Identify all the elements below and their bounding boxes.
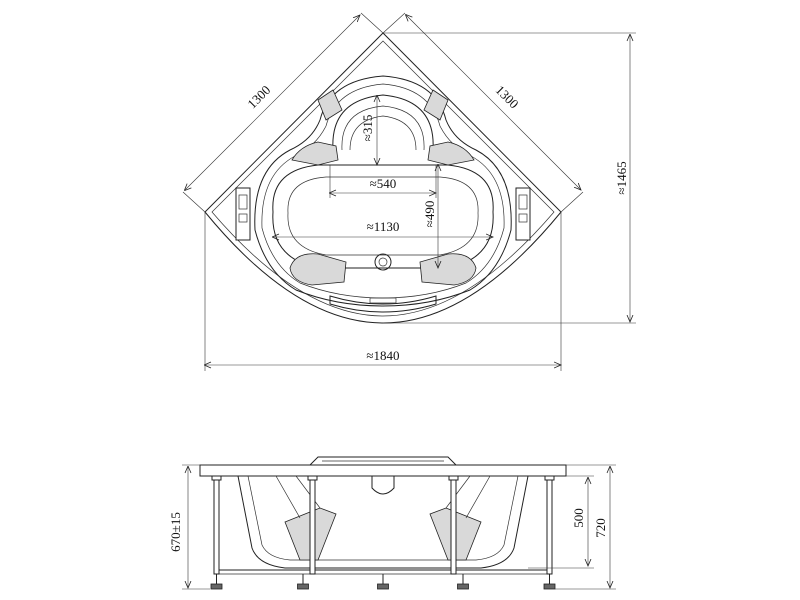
dim-label-total-height: 720 <box>593 518 608 538</box>
dim-label-leg-height: 670±15 <box>168 512 183 552</box>
plan-view: 1300 1300 ≈1465 ≈1840 ≈315 ≈540 ≈1130 ≈4… <box>182 12 636 371</box>
side-bowl <box>237 475 529 569</box>
leg-3 <box>450 479 457 575</box>
side-drain <box>371 476 395 495</box>
dim-label-width: ≈1840 <box>366 348 399 363</box>
dim-ext-right-1 <box>382 12 406 34</box>
tub-outer-outline-inner <box>211 40 555 317</box>
leg-cap-2 <box>307 475 318 481</box>
adjustable-feet <box>210 574 556 590</box>
drain-outer <box>374 253 392 271</box>
leg-1 <box>213 479 220 575</box>
lower-left-seat <box>289 253 347 286</box>
side-view: 670±15 500 720 <box>168 456 616 590</box>
dim-label-inner-depth: ≈490 <box>422 201 437 228</box>
foot-4 <box>457 574 469 590</box>
headrest-top-inner <box>341 105 425 151</box>
drain-inner <box>378 257 388 267</box>
dim-label-side-right: 1300 <box>493 82 522 111</box>
dim-label-depth: ≈1465 <box>614 161 629 194</box>
right-side-panel-inner <box>518 194 528 210</box>
dim-label-bowl-depth: 500 <box>571 508 586 528</box>
side-rim <box>199 464 567 477</box>
leg-cap-3 <box>448 475 459 481</box>
leg-cap-4 <box>544 475 555 481</box>
leg-4 <box>546 479 553 575</box>
lower-right-seat <box>419 253 477 286</box>
dim-line-side-right <box>406 15 581 190</box>
headrest-top <box>332 94 434 151</box>
side-seat-left-back <box>275 475 321 519</box>
dim-label-inner-width-top: ≈540 <box>370 176 397 191</box>
frame-legs <box>211 475 555 575</box>
dim-label-inner-width-mid: ≈1130 <box>367 219 400 234</box>
left-side-panel-inner <box>238 194 248 210</box>
front-step <box>329 295 437 313</box>
dim-label-side-left: 1300 <box>244 82 273 111</box>
front-step-inner <box>369 297 397 304</box>
dim-label-seat-depth: ≈315 <box>360 115 375 142</box>
foot-3 <box>377 574 389 590</box>
foot-5 <box>543 574 556 590</box>
leg-2 <box>309 479 316 575</box>
dim-ext-right-2 <box>560 191 584 213</box>
dim-line-side-left <box>185 15 360 190</box>
right-side-panel-inner-2 <box>518 213 528 223</box>
leg-cap-1 <box>211 475 222 481</box>
foot-1 <box>210 574 223 590</box>
dim-ext-left-2 <box>360 12 384 34</box>
foot-2 <box>297 574 309 590</box>
side-bowl-inner <box>247 475 519 561</box>
side-seat-right-back <box>445 475 491 519</box>
dim-ext-left-1 <box>182 191 206 213</box>
left-side-panel-inner-2 <box>238 213 248 223</box>
